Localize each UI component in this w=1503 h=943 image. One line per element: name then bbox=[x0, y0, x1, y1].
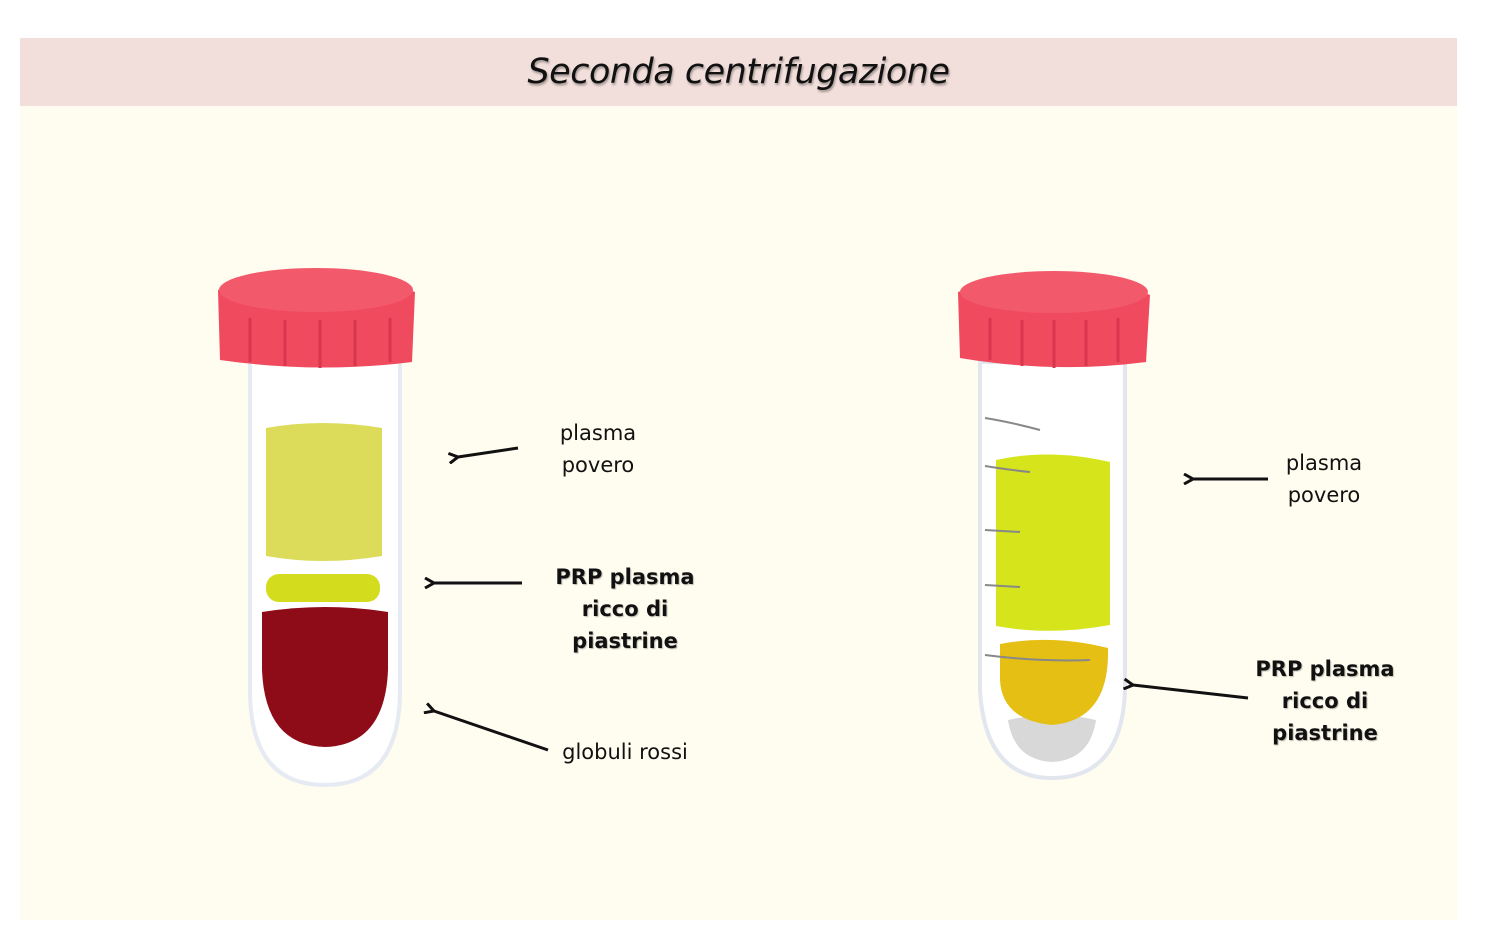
arrow-right-prp bbox=[1133, 685, 1249, 700]
label-line: PRP plasma bbox=[1255, 657, 1395, 681]
left-tube bbox=[218, 268, 415, 788]
label-line: globuli rossi bbox=[562, 740, 688, 764]
red-cells-layer bbox=[262, 607, 388, 747]
label-line: ricco di bbox=[1281, 689, 1369, 713]
label-left-plasma-povero: plasma povero bbox=[498, 417, 698, 481]
tube-cap bbox=[958, 271, 1150, 368]
label-line: plasma bbox=[559, 421, 637, 445]
graduation-marks bbox=[984, 417, 1091, 662]
label-right-prp: PRP plasma ricco di piastrine bbox=[1225, 653, 1425, 749]
label-line: PRP plasma bbox=[555, 565, 695, 589]
label-line: plasma bbox=[1285, 451, 1363, 475]
arrow-left-globuli-rossi bbox=[434, 711, 549, 752]
label-line: povero bbox=[561, 453, 635, 477]
label-line: povero bbox=[1287, 483, 1361, 507]
label-left-prp: PRP plasma ricco di piastrine bbox=[525, 561, 725, 657]
plasma-poor-layer bbox=[996, 454, 1110, 631]
label-line: piastrine bbox=[1272, 721, 1378, 745]
title-bar: Seconda centrifugazione bbox=[20, 38, 1457, 106]
prp-layer bbox=[266, 574, 380, 602]
arrow-left-plasma-povero bbox=[458, 446, 519, 457]
page-title: Seconda centrifugazione bbox=[527, 52, 950, 92]
label-left-globuli-rossi: globuli rossi bbox=[525, 736, 725, 768]
label-line: piastrine bbox=[572, 629, 678, 653]
tube-cap bbox=[218, 268, 415, 368]
right-tube bbox=[958, 271, 1150, 781]
label-right-plasma-povero: plasma povero bbox=[1224, 447, 1424, 511]
sediment-layer bbox=[1008, 715, 1096, 762]
plasma-poor-layer bbox=[266, 423, 382, 561]
label-line: ricco di bbox=[581, 597, 669, 621]
